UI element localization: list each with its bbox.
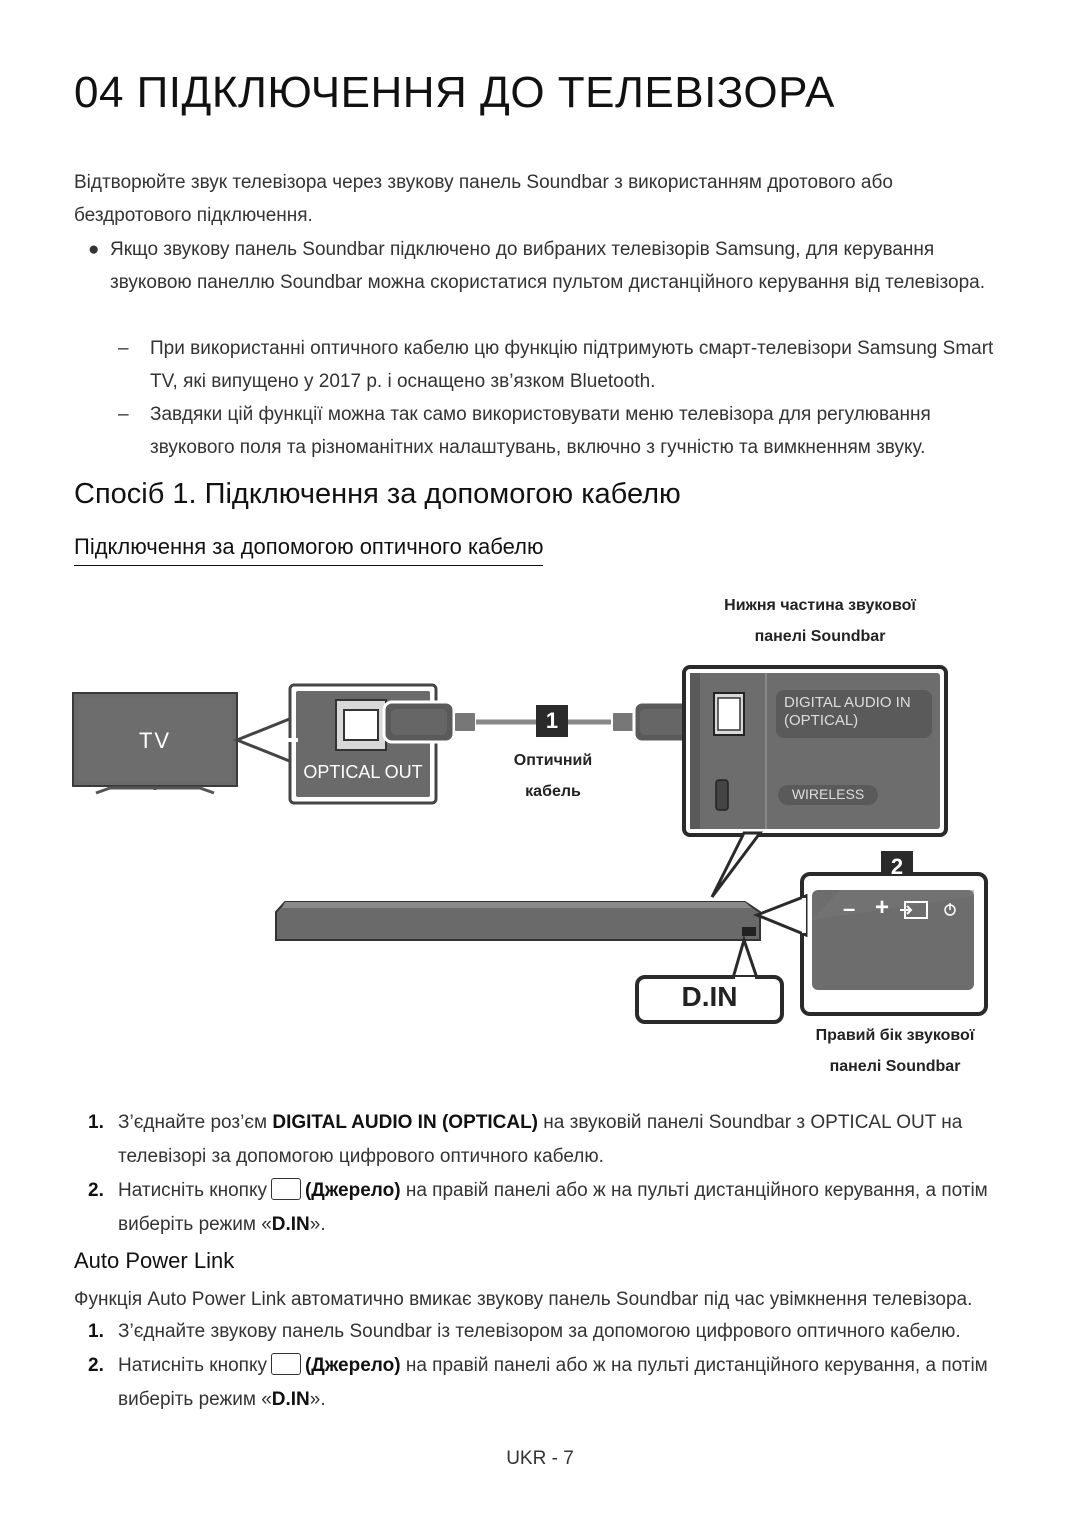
page-footer: UKR - 7: [506, 1448, 574, 1469]
step-text: З’єднайте роз’єм DIGITAL AUDIO IN (OPTIC…: [118, 1106, 1018, 1174]
cable-label-line1: Оптичний: [513, 752, 593, 769]
optical-out-label: OPTICAL OUT: [303, 762, 423, 782]
bottom-label-line1: Нижня частина звукової: [724, 597, 916, 614]
dash-mark: –: [118, 404, 129, 425]
step-text-pre: Натисніть кнопку: [118, 1180, 267, 1201]
step-number: 1.: [88, 1112, 104, 1133]
diagram-svg: [72, 665, 988, 1024]
tv-label: TV: [138, 728, 172, 753]
method-heading: Спосіб 1. Підключення за допомогою кабел…: [74, 478, 681, 510]
connection-diagram: Нижня частина звукової панелі Soundbar T…: [0, 590, 1080, 1090]
bullet-dot: ●: [88, 239, 100, 260]
auto-power-heading: Auto Power Link: [74, 1248, 235, 1273]
step-text-mid: на правій панелі або ж на пульті дистанц…: [118, 1180, 988, 1235]
step-number: 1.: [88, 1321, 104, 1342]
step-text-post: ».: [309, 1214, 326, 1235]
step-text: Натисніть кнопку (Джерело) на правій пане…: [118, 1349, 1018, 1417]
step-text-pre: З’єднайте роз’єм: [118, 1112, 273, 1133]
tv-illustration: [72, 692, 238, 795]
step-item: 2. Натисніть кнопку (Джерело) на правій п…: [88, 1174, 1018, 1242]
right-side-label: Правий бік звукової панелі Soundbar: [795, 1020, 995, 1082]
step-item: 2. Натисніть кнопку (Джерело) на правій п…: [88, 1349, 1018, 1417]
bottom-label: Нижня частина звукової панелі Soundbar: [700, 590, 940, 652]
din-display: D.IN: [681, 981, 738, 1012]
plus-button: +: [875, 894, 890, 921]
digital-audio-label: DIGITAL AUDIO IN (OPTICAL): [784, 694, 934, 730]
soundbar-illustration: [275, 901, 761, 941]
step-number: 2.: [88, 1180, 104, 1201]
step-port-name: DIGITAL AUDIO IN (OPTICAL): [272, 1112, 539, 1133]
dash-item: – Завдяки цій функції можна так само вик…: [110, 398, 1010, 464]
bullet-item: ● Якщо звукову панель Soundbar підключен…: [88, 233, 1008, 299]
step-text: З’єднайте звукову панель Soundbar із тел…: [118, 1321, 961, 1342]
step-item: 1. З’єднайте звукову панель Soundbar із …: [88, 1315, 1018, 1349]
right-label-line2: панелі Soundbar: [829, 1058, 961, 1075]
step1-badge: 1: [545, 708, 559, 733]
auto-power-desc: Функція Auto Power Link автоматично вмик…: [74, 1289, 973, 1310]
right-label-line1: Правий бік звукової: [815, 1027, 975, 1044]
dash-text: При використанні оптичного кабелю цю фун…: [150, 338, 994, 392]
digital-audio-line1: DIGITAL AUDIO IN: [784, 694, 911, 711]
step-text-mid: на правій панелі або ж на пульті дистанц…: [118, 1355, 988, 1410]
cable-label: Оптичний кабель: [488, 745, 618, 807]
cable-label-line2: кабель: [525, 783, 581, 800]
optical-heading: Підключення за допомогою оптичного кабел…: [74, 534, 544, 566]
minus-button: –: [843, 896, 856, 921]
source-icon: [270, 1353, 301, 1375]
step-item: 1. З’єднайте роз’єм DIGITAL AUDIO IN (OP…: [88, 1106, 1018, 1174]
dash-text: Завдяки цій функції можна так само викор…: [150, 404, 931, 458]
step-number: 2.: [88, 1355, 104, 1376]
intro-paragraph: Відтворюйте звук телевізора через звуков…: [74, 172, 893, 226]
step-text-post: ».: [309, 1389, 326, 1410]
step-text-post: на звуковій панелі Soundbar з OPTICAL OU…: [118, 1112, 963, 1167]
source-button-name: (Джерело): [304, 1180, 401, 1201]
dash-mark: –: [118, 338, 129, 359]
digital-audio-line2: (OPTICAL): [784, 712, 859, 729]
mode-name: D.IN: [271, 1389, 310, 1410]
source-button-name: (Джерело): [304, 1355, 401, 1376]
bullet-text: Якщо звукову панель Soundbar підключено …: [110, 239, 986, 293]
bottom-label-line2: панелі Soundbar: [754, 628, 886, 645]
step-text-pre: Натисніть кнопку: [118, 1355, 267, 1376]
page-title: 04 ПІДКЛЮЧЕННЯ ДО ТЕЛЕВІЗОРА: [74, 68, 835, 117]
wireless-label: WIRELESS: [791, 786, 865, 802]
mode-name: D.IN: [271, 1214, 310, 1235]
step-text: Натисніть кнопку (Джерело) на правій пане…: [118, 1174, 1018, 1242]
source-icon: [270, 1178, 301, 1200]
dash-item: – При використанні оптичного кабелю цю ф…: [110, 332, 1010, 398]
auto-power-steps: 1. З’єднайте звукову панель Soundbar із …: [88, 1315, 1018, 1417]
step2-badge: 2: [890, 854, 904, 879]
connection-steps: 1. З’єднайте роз’єм DIGITAL AUDIO IN (OP…: [88, 1106, 1018, 1242]
